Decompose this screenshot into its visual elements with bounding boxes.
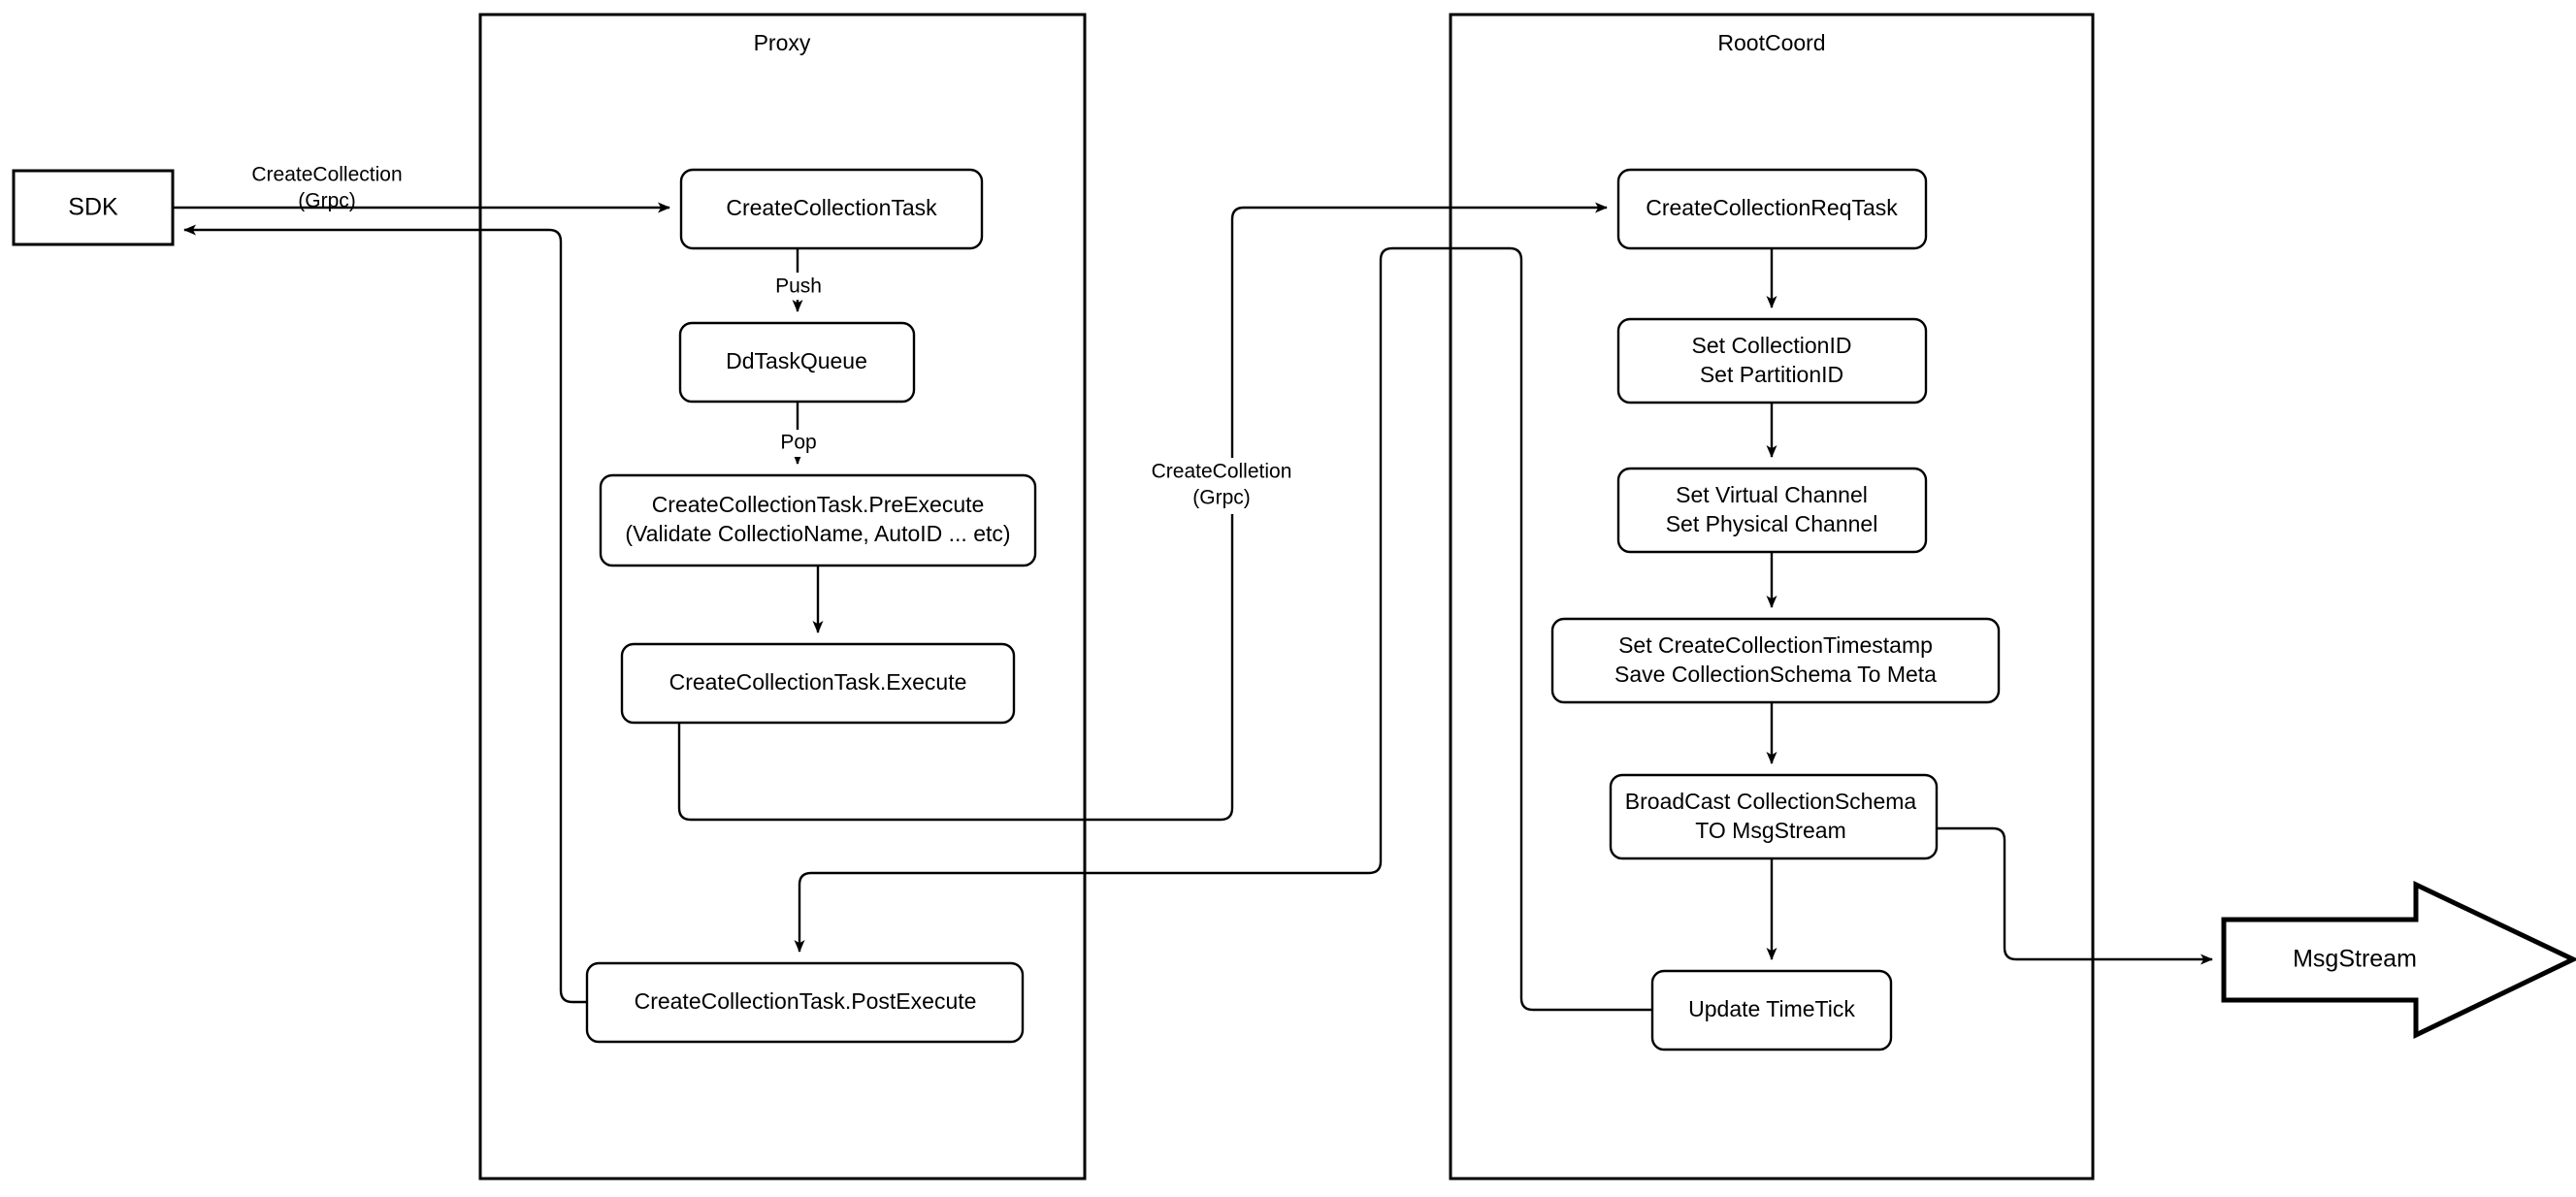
node-create-collection-task[interactable]: CreateCollectionTask	[679, 168, 984, 250]
node-set-channels[interactable]: Set Virtual Channel Set Physical Channel	[1616, 467, 1928, 554]
node-post-execute[interactable]: CreateCollectionTask.PostExecute	[585, 961, 1025, 1044]
node-pre-execute-label-line1: CreateCollectionTask.PreExecute	[652, 492, 985, 517]
node-pre-execute[interactable]: CreateCollectionTask.PreExecute (Validat…	[599, 473, 1037, 567]
container-proxy-title: Proxy	[754, 30, 811, 55]
node-set-timestamp-label-line2: Save CollectionSchema To Meta	[1614, 662, 1937, 687]
node-msgstream-label: MsgStream	[2293, 946, 2417, 973]
node-execute[interactable]: CreateCollectionTask.Execute	[620, 642, 1016, 725]
node-sdk-label: SDK	[68, 194, 118, 221]
node-create-collection-req-task-label: CreateCollectionReqTask	[1646, 195, 1898, 220]
edge-label-proxy-to-rootcoord-line2: (Grpc)	[1192, 487, 1251, 509]
node-set-timestamp[interactable]: Set CreateCollectionTimestamp Save Colle…	[1550, 617, 2001, 704]
edge-label-pop: Pop	[770, 430, 827, 457]
edge-label-pop-text: Pop	[780, 432, 816, 454]
edge-broadcast-to-msgstream	[1937, 826, 2213, 965]
edge-execute-to-rootcoord	[677, 202, 1608, 822]
node-update-timetick-label: Update TimeTick	[1688, 996, 1855, 1021]
node-create-collection-req-task[interactable]: CreateCollectionReqTask	[1616, 168, 1928, 250]
node-pre-execute-label-line2: (Validate CollectioName, AutoID ... etc)	[625, 521, 1010, 546]
edge-label-push: Push	[766, 273, 831, 300]
node-broadcast[interactable]: BroadCast CollectionSchema TO MsgStream	[1609, 773, 1939, 860]
node-set-channels-label-line2: Set Physical Channel	[1666, 511, 1878, 536]
node-set-ids-label-line1: Set CollectionID	[1692, 333, 1852, 358]
edge-label-sdk-to-proxy-line1: CreateCollection	[251, 164, 402, 186]
edge-label-proxy-to-rootcoord-line1: CreateColletion	[1152, 461, 1292, 483]
node-set-timestamp-label-line1: Set CreateCollectionTimestamp	[1618, 632, 1933, 658]
node-execute-label: CreateCollectionTask.Execute	[669, 669, 967, 695]
node-broadcast-label-line1: BroadCast CollectionSchema	[1625, 789, 1917, 814]
node-set-ids-label-line2: Set PartitionID	[1700, 362, 1843, 387]
node-broadcast-label-line2: TO MsgStream	[1695, 818, 1846, 843]
edge-rootcoord-reply	[794, 246, 1652, 1012]
node-dd-task-queue-label: DdTaskQueue	[726, 348, 867, 373]
edge-label-push-text: Push	[775, 275, 822, 298]
node-set-channels-label-line1: Set Virtual Channel	[1676, 482, 1868, 507]
edge-sdk-response	[183, 224, 587, 1004]
node-update-timetick[interactable]: Update TimeTick	[1650, 969, 1893, 1051]
edge-label-proxy-to-rootcoord: CreateColletion (Grpc)	[1137, 458, 1308, 514]
edge-label-sdk-to-proxy: CreateCollection (Grpc)	[251, 164, 402, 212]
edge-label-sdk-to-proxy-line2: (Grpc)	[298, 190, 356, 212]
node-msgstream[interactable]: MsgStream	[2221, 881, 2576, 1039]
container-rootcoord-title: RootCoord	[1717, 30, 1825, 55]
node-set-ids[interactable]: Set CollectionID Set PartitionID	[1616, 317, 1928, 404]
node-dd-task-queue[interactable]: DdTaskQueue	[678, 321, 916, 404]
node-create-collection-task-label: CreateCollectionTask	[726, 195, 937, 220]
node-post-execute-label: CreateCollectionTask.PostExecute	[635, 988, 977, 1014]
node-sdk[interactable]: SDK	[12, 169, 175, 246]
